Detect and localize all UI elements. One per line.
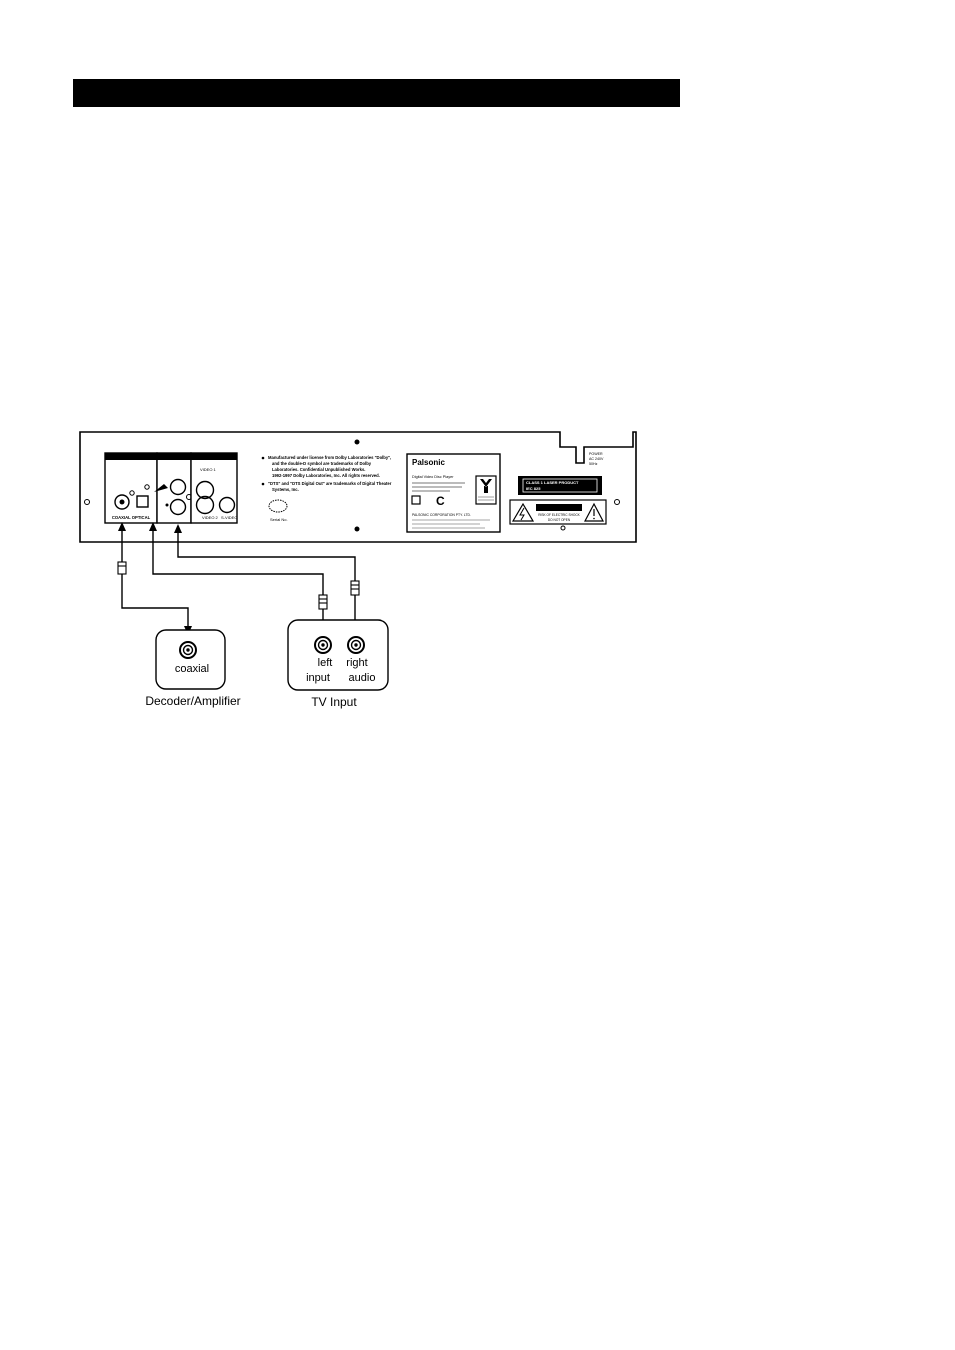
dolby-notice-line: and the double-D symbol are trademarks o…: [272, 461, 372, 466]
approval-logo-icon: [475, 475, 497, 505]
tv-right-label: audio: [349, 672, 376, 684]
power-label-line: 50Hz: [589, 462, 598, 466]
svg-text:and the double-D symbol are tr: and the double-D symbol are trademarks o…: [272, 461, 372, 466]
panel-screw: [84, 499, 90, 505]
svg-text:CLASS 1 LASER PRODUCT: CLASS 1 LASER PRODUCT: [526, 480, 579, 485]
brand-name: Palsonic: [412, 458, 445, 467]
panel-screw: [560, 525, 566, 531]
laser-product-label: CLASS 1 LASER PRODUCT IEC 825: [518, 476, 602, 495]
svg-text:VIDEO 1: VIDEO 1: [200, 467, 217, 472]
svg-text:Decoder/Amplifier: Decoder/Amplifier: [145, 694, 240, 708]
tv-left-label: left: [318, 657, 333, 669]
svideo-out-jack: [218, 496, 236, 514]
decoder-jack-label: coaxial: [175, 663, 209, 675]
svg-text:coaxial: coaxial: [175, 663, 209, 675]
svg-text:AC 240V: AC 240V: [589, 457, 604, 461]
video1-label: VIDEO 1: [200, 467, 217, 472]
power-label-line: AC 240V: [589, 457, 604, 461]
dolby-notice-line: 1992-1997 Dolby Laboratories, Inc. All r…: [272, 473, 380, 478]
decoder-amplifier-device: coaxial Decoder/Amplifier: [145, 629, 241, 708]
video-jack-block: VIDEO 1 VIDEO 2 S-VIDEO: [190, 452, 238, 524]
cable-connector: [350, 580, 360, 596]
cable-connector: [117, 561, 127, 575]
svideo-label: S-VIDEO: [221, 515, 237, 520]
tv-caption: TV Input: [311, 695, 357, 709]
panel-screw: [354, 526, 360, 532]
coaxial-out-jack: [114, 494, 130, 510]
svg-text:Manufactured under license fro: Manufactured under license from Dolby La…: [268, 455, 391, 460]
dolby-notice-line: Laboratories. Confidential Unpublished W…: [272, 467, 365, 472]
svg-text:Serial No.: Serial No.: [270, 517, 288, 522]
arrow-icon: [118, 522, 126, 531]
video-out-1-jack: [195, 480, 215, 500]
svg-text:input: input: [306, 672, 330, 684]
digital-audio-jack-block: COAXIAL OPTICAL: [104, 452, 158, 524]
svg-text:Laboratories. Confidential Unp: Laboratories. Confidential Unpublished W…: [272, 467, 365, 472]
power-rating-label: POWER AC 240V 50Hz: [589, 452, 604, 466]
arrow-icon: [174, 524, 182, 533]
rating-plate: Palsonic Digital Video Disc Player C PAL…: [406, 453, 501, 533]
coaxial-optical-label: COAXIAL OPTICAL: [112, 515, 151, 520]
exclamation-warning-icon: [584, 502, 604, 522]
svg-text:S-VIDEO: S-VIDEO: [221, 515, 237, 520]
svg-text:Systems, Inc.: Systems, Inc.: [272, 487, 299, 492]
svg-text:IEC 825: IEC 825: [526, 486, 541, 491]
panel-screw: [614, 499, 620, 505]
svg-text:audio: audio: [349, 672, 376, 684]
audio-out-left-jack: [169, 478, 187, 496]
svg-text:50Hz: 50Hz: [589, 462, 598, 466]
warning-label-line: DO NOT OPEN: [548, 518, 571, 522]
arrow-icon: [149, 522, 157, 531]
license-notices: Manufactured under license from Dolby La…: [261, 455, 392, 522]
serial-label: Serial No.: [270, 517, 288, 522]
svg-text:right: right: [346, 657, 367, 669]
arrow-icon: [154, 484, 168, 492]
laser-label-line: CLASS 1 LASER PRODUCT: [526, 480, 579, 485]
svg-text:Palsonic: Palsonic: [412, 458, 445, 467]
optical-out-jack: [136, 495, 149, 508]
compliance-mark-icon: C: [436, 494, 445, 508]
svg-text:COAXIAL OPTICAL: COAXIAL OPTICAL: [112, 515, 151, 520]
double-insulation-icon: [411, 495, 421, 505]
power-label-line: POWER: [589, 452, 603, 456]
audio-out-right-jack: [169, 498, 187, 516]
product-name: Digital Video Disc Player: [412, 475, 454, 479]
svg-text:VIDEO 2: VIDEO 2: [202, 515, 219, 520]
cable-connector: [318, 594, 328, 610]
section-title-bar: [73, 79, 680, 107]
tv-left-label: input: [306, 672, 330, 684]
audio-left-cable: [152, 527, 324, 648]
svg-text:PALSONIC CORPORATION PTY. LTD.: PALSONIC CORPORATION PTY. LTD.: [412, 513, 471, 517]
svg-text:left: left: [318, 657, 333, 669]
svg-text:TV Input: TV Input: [311, 695, 357, 709]
analog-audio-jack-block: [154, 452, 192, 524]
panel-screw: [354, 439, 360, 445]
connection-diagram: COAXIAL OPTICAL VIDEO 1 VIDEO 2 S-VIDEO …: [79, 431, 637, 709]
audio-right-cable: [177, 529, 356, 647]
video2-label: VIDEO 2: [202, 515, 219, 520]
svg-text:Digital Video Disc Player: Digital Video Disc Player: [412, 475, 454, 479]
laser-label-line: IEC 825: [526, 486, 541, 491]
decoder-caption: Decoder/Amplifier: [145, 694, 240, 708]
certification-stamp: [268, 499, 288, 513]
tv-input-device: left input right audio TV Input: [287, 619, 389, 709]
company-name: PALSONIC CORPORATION PTY. LTD.: [412, 513, 471, 517]
svg-text:"DTS" and "DTS Digital Out" ar: "DTS" and "DTS Digital Out" are trademar…: [268, 481, 392, 486]
dts-notice-line: Systems, Inc.: [272, 487, 299, 492]
tv-right-label: right: [346, 657, 367, 669]
svg-text:POWER: POWER: [589, 452, 603, 456]
dolby-notice-line: Manufactured under license from Dolby La…: [268, 455, 391, 460]
svg-text:1992-1997 Dolby Laboratories,: 1992-1997 Dolby Laboratories, Inc. All r…: [272, 473, 380, 478]
warning-label-line: RISK OF ELECTRIC SHOCK: [538, 513, 580, 517]
coaxial-input-jack: [179, 641, 197, 659]
lightning-warning-icon: [511, 502, 535, 522]
tv-left-audio-jack: [314, 636, 332, 654]
svg-text:RISK OF ELECTRIC SHOCK: RISK OF ELECTRIC SHOCK: [538, 513, 580, 517]
dts-notice-line: "DTS" and "DTS Digital Out" are trademar…: [268, 481, 392, 486]
shock-warning-label: RISK OF ELECTRIC SHOCK DO NOT OPEN: [509, 499, 607, 525]
svg-text:DO NOT OPEN: DO NOT OPEN: [548, 518, 571, 522]
video-out-2-jack: [195, 495, 215, 515]
tv-right-audio-jack: [347, 636, 365, 654]
